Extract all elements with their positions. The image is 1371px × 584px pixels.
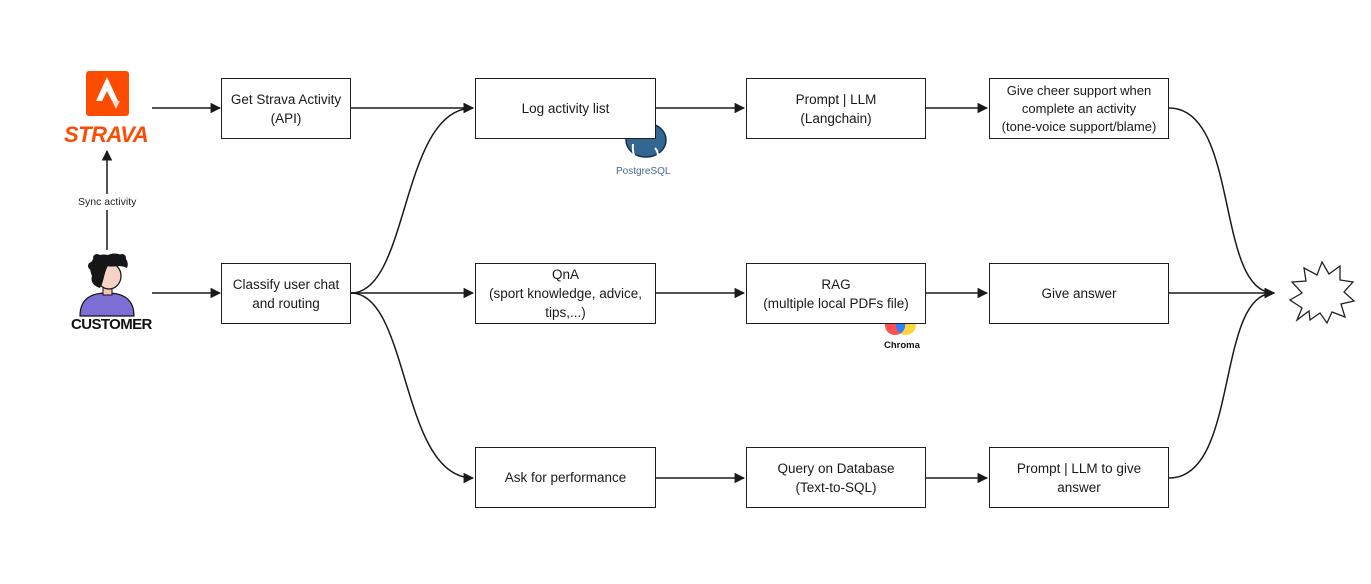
speech-burst-icon bbox=[1288, 260, 1356, 325]
node-rag[interactable]: RAG (multiple local PDFs file) bbox=[746, 263, 926, 324]
edge-classify-to-ask bbox=[350, 292, 475, 484]
node-get-strava-activity[interactable]: Get Strava Activity (API) bbox=[221, 78, 351, 139]
node-qna[interactable]: QnA (sport knowledge, advice, tips,...) bbox=[475, 263, 656, 324]
edge-cheer-to-output bbox=[1168, 107, 1276, 299]
postgresql-label: PostgreSQL bbox=[616, 166, 671, 177]
edge-label-sync-activity: Sync activity bbox=[78, 194, 137, 210]
node-ask-for-performance[interactable]: Ask for performance bbox=[475, 447, 656, 508]
node-give-answer[interactable]: Give answer bbox=[989, 263, 1169, 324]
chroma-label: Chroma bbox=[884, 340, 920, 351]
strava-logo-text: STRAVA bbox=[64, 122, 149, 147]
customer-label: CUSTOMER bbox=[71, 316, 152, 333]
customer-avatar-icon bbox=[79, 253, 135, 317]
node-log-activity-list[interactable]: Log activity list bbox=[475, 78, 656, 139]
node-classify-user-chat[interactable]: Classify user chat and routing bbox=[221, 263, 351, 324]
node-query-on-database[interactable]: Query on Database (Text-to-SQL) bbox=[746, 447, 926, 508]
node-prompt-llm-to-give-answer[interactable]: Prompt | LLM to give answer bbox=[989, 447, 1169, 508]
edge-classify-to-log bbox=[350, 102, 475, 294]
node-prompt-llm-langchain[interactable]: Prompt | LLM (Langchain) bbox=[746, 78, 926, 139]
node-give-cheer-support[interactable]: Give cheer support when complete an acti… bbox=[989, 78, 1169, 139]
strava-logo-icon bbox=[86, 71, 129, 116]
edge-llm-to-output bbox=[1168, 287, 1276, 479]
